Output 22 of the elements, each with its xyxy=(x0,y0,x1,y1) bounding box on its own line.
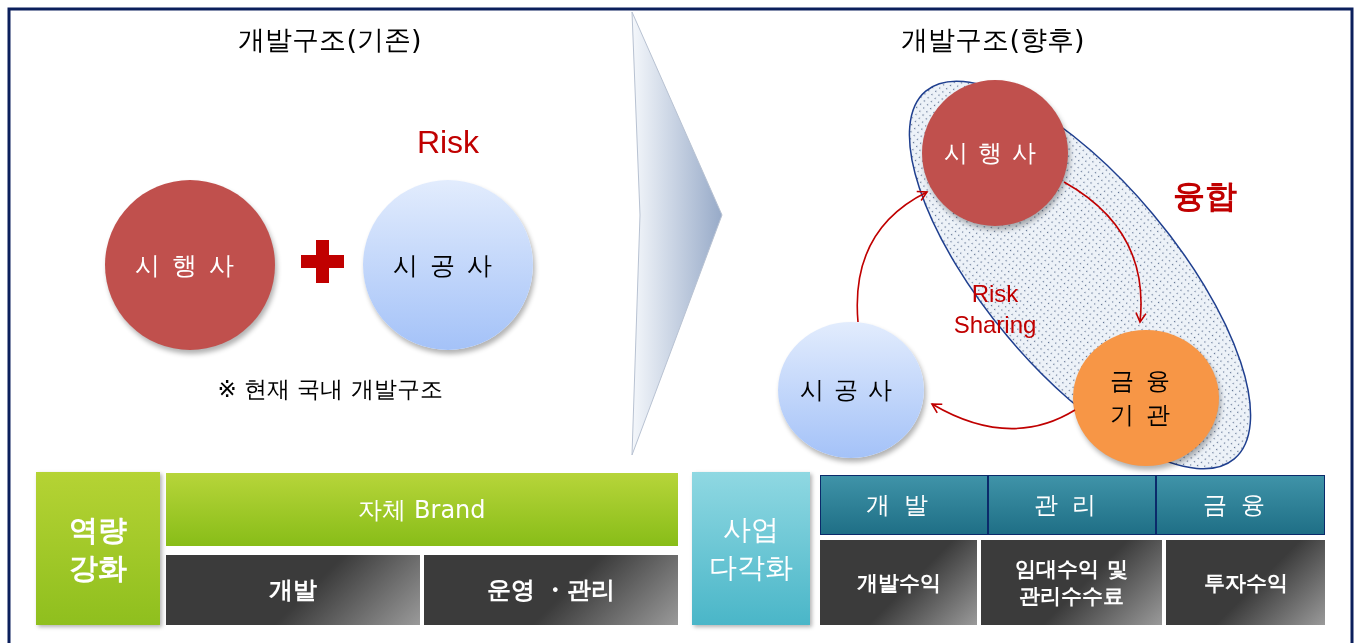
developer-circle: 시행사 xyxy=(105,180,275,350)
builder-circle: 시공사 xyxy=(363,180,533,350)
panel-title: 개발구조(향후) xyxy=(901,23,1085,57)
header-bar: 자체 Brand xyxy=(166,473,678,546)
risk-label: Risk xyxy=(416,123,480,161)
arrow xyxy=(856,191,928,323)
item-box: 투자수익 xyxy=(1166,540,1325,625)
item-box: 개발 xyxy=(166,555,420,625)
item-box: 개발수익 xyxy=(820,540,977,625)
arrow xyxy=(1063,181,1147,323)
note-text: ※ 현재 국내 개발구조 xyxy=(217,374,443,404)
header-cell: 관리 xyxy=(988,475,1156,535)
item-box: 임대수익 및 관리수수료 xyxy=(981,540,1162,625)
panel-title: 개발구조(기존) xyxy=(238,23,422,57)
category-box: 역량 강화 xyxy=(36,472,160,625)
header-cell: 금융 xyxy=(1156,475,1325,535)
ellipse-label: 융합 xyxy=(1173,176,1237,217)
item-box: 운영 ・관리 xyxy=(424,555,678,625)
header-cell: 개발 xyxy=(820,475,988,535)
category-box: 사업 다각화 xyxy=(692,472,810,625)
builder-circle: 시공사 xyxy=(778,322,924,458)
arrow xyxy=(931,403,1076,430)
